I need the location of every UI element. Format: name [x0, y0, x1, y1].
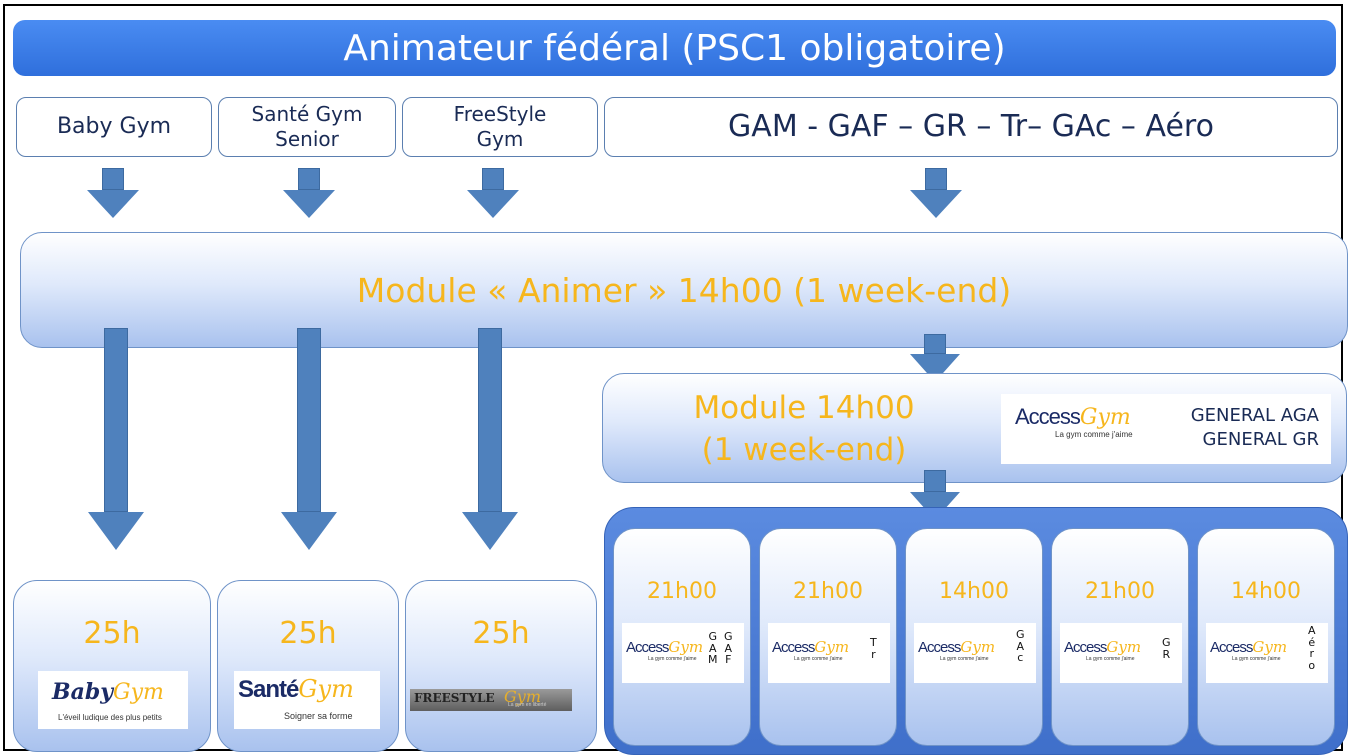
specialty-hours: 14h00	[939, 579, 1009, 604]
module-animer-label: Module « Animer » 14h00 (1 week-end)	[356, 270, 1012, 310]
baby-gym-label: Baby Gym	[56, 114, 172, 140]
specialty-hours: 21h00	[793, 579, 863, 604]
arrow-down-icon	[281, 328, 337, 550]
title-bar: Animateur fédéral (PSC1 obligatoire)	[13, 20, 1336, 76]
arrow-down-icon	[87, 168, 139, 218]
hours-label: 25h	[83, 616, 141, 651]
access-gym-logo-box: AccessGym La gym comme j'aime GENERAL AG…	[1001, 394, 1331, 464]
title-text: Animateur fédéral (PSC1 obligatoire)	[343, 27, 1006, 69]
freestyle-gym-hours-box: 25h FREESTYLE Gym La gym en liberté	[405, 580, 597, 752]
sante-gym-label-1: Santé Gym	[251, 102, 363, 126]
module-general-line2: (1 week-end)	[701, 431, 907, 468]
arrow-down-icon	[467, 168, 519, 218]
arrow-down-icon	[88, 328, 144, 550]
baby-gym-logo: BabyGym L'éveil ludique des plus petits	[38, 671, 188, 729]
baby-gym-hours-box: 25h BabyGym L'éveil ludique des plus pet…	[13, 580, 211, 752]
module-general-line1: Module 14h00	[693, 390, 915, 426]
hours-label: 25h	[279, 616, 337, 651]
general-gr-label: GENERAL GR	[1202, 429, 1319, 451]
box-freestyle-gym: FreeStyle Gym	[402, 97, 598, 157]
freestyle-label-1: FreeStyle	[453, 102, 547, 126]
sante-gym-hours-box: 25h SantéGym Soigner sa forme	[217, 580, 399, 752]
access-gym-logo: AccessGym La gym comme j'aime	[1015, 404, 1133, 439]
arrow-down-icon	[462, 328, 518, 550]
box-sante-gym: Santé Gym Senior	[218, 97, 396, 157]
module-general-text: Module 14h00 (1 week-end)	[603, 388, 1005, 472]
specialty-hours: 21h00	[647, 579, 717, 604]
arrow-down-icon	[283, 168, 335, 218]
general-labels: GENERAL AGA GENERAL GR	[1191, 404, 1319, 453]
freestyle-gym-logo: FREESTYLE Gym La gym en liberté	[410, 687, 572, 711]
module-animer-panel: Module « Animer » 14h00 (1 week-end)	[20, 232, 1348, 348]
specialty-hours: 14h00	[1231, 579, 1301, 604]
sante-gym-label-2: Senior	[275, 127, 339, 151]
hours-label: 25h	[472, 616, 530, 651]
module-general-panel: Module 14h00 (1 week-end) AccessGym La g…	[602, 373, 1347, 483]
sante-gym-logo: SantéGym Soigner sa forme	[234, 671, 380, 729]
specialty-hours: 21h00	[1085, 579, 1155, 604]
general-aga-label: GENERAL AGA	[1190, 405, 1319, 426]
box-disciplines: GAM - GAF – GR – Tr– GAc – Aéro	[604, 97, 1338, 157]
arrow-down-icon	[910, 168, 962, 218]
freestyle-label-2: Gym	[476, 127, 524, 151]
box-baby-gym: Baby Gym	[16, 97, 212, 157]
disciplines-label: GAM - GAF – GR – Tr– GAc – Aéro	[728, 109, 1214, 145]
